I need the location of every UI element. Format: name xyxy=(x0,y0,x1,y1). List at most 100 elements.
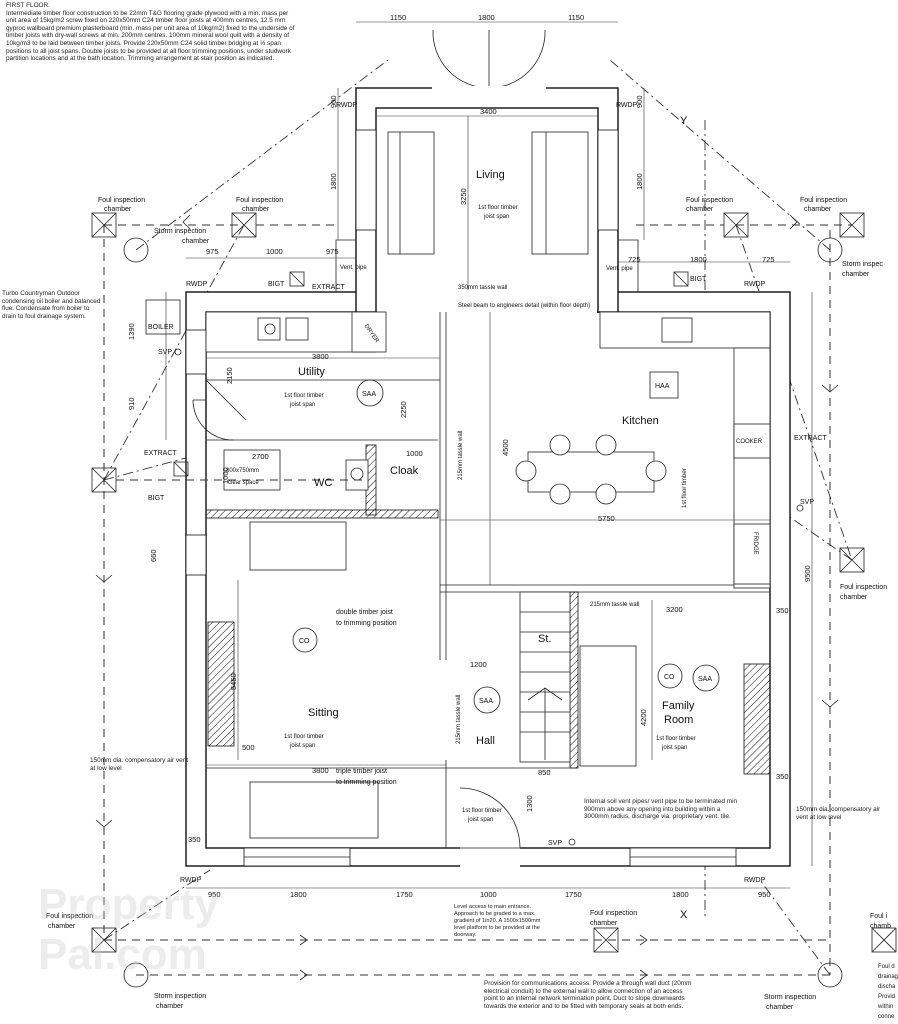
label-bigt-top-right: BIGT xyxy=(690,276,707,283)
watermark-line-2: Pal.com xyxy=(38,930,207,979)
dim: 900 xyxy=(635,95,644,108)
dim: 4200 xyxy=(639,709,648,726)
label-co-sitting: CO xyxy=(299,638,310,645)
label-joist-living-2: joist span xyxy=(483,214,509,220)
dim: 2150 xyxy=(225,367,234,384)
label-extract-top: EXTRACT xyxy=(312,284,345,291)
drainage-lines xyxy=(95,59,853,981)
dim: 1800 xyxy=(672,890,689,899)
label-joist-utility-1: 1st floor timber xyxy=(284,393,324,399)
label-fridge: FRIDGE xyxy=(752,532,758,555)
label-axis-x: X xyxy=(680,909,688,921)
foul-chamber-right xyxy=(839,547,865,573)
dim: 850 xyxy=(538,768,551,777)
label-rwdp-5: RWDP xyxy=(180,877,202,884)
label-haa: HAA xyxy=(655,383,670,390)
label-rwdp-6: RWDP xyxy=(744,877,766,884)
dim: 1000 xyxy=(266,247,283,256)
dim: 950 xyxy=(758,890,771,899)
dim: 1200 xyxy=(470,660,487,669)
label-joist-sitting-1: 1st floor timber xyxy=(284,734,324,740)
dim: 3250 xyxy=(459,188,468,205)
storm-label-3b: chamber xyxy=(156,1003,184,1010)
label-double-joist-1: double timber joist xyxy=(336,609,393,616)
room-sitting: Sitting xyxy=(308,707,339,719)
dim: 1750 xyxy=(396,890,413,899)
label-extract-left: EXTRACT xyxy=(144,450,177,457)
room-family-2: Room xyxy=(664,714,693,726)
label-clear-space-2: clear space xyxy=(228,480,259,486)
comms-note: Provision for communications access. Pro… xyxy=(484,980,692,1010)
label-bigt-left: BIGT xyxy=(148,495,165,502)
label-joist-hall-2: joist span xyxy=(467,817,493,823)
foul-label-3a: Foul inspection xyxy=(686,197,733,204)
dimension-values: 1150 1800 1150 3400 900 1800 1800 900 32… xyxy=(127,13,812,899)
dim: 725 xyxy=(628,255,641,264)
label-cooker: COOKER xyxy=(736,439,763,445)
dim: 1750 xyxy=(565,890,582,899)
foul-label-6a: Foul inspection xyxy=(46,913,93,920)
label-joist-living-1: 1st floor timber xyxy=(478,205,518,211)
room-kitchen: Kitchen xyxy=(622,415,659,427)
dim: 725 xyxy=(762,255,775,264)
label-215-wall-top: 215mm tassle wall xyxy=(590,602,639,608)
dim: 1800 xyxy=(478,13,495,22)
first-floor-notes: FIRST FLOOR. Intermediate timber floor c… xyxy=(6,2,298,63)
dimension-lines xyxy=(165,21,813,889)
dim: 1000 xyxy=(221,467,230,484)
room-labels: Living Utility Kitchen WC Cloak Sitting … xyxy=(298,169,695,747)
label-boiler: BOILER xyxy=(148,324,174,331)
label-triple-joist-2: to trimming position xyxy=(336,779,397,786)
label-rwdp-2: RWDP xyxy=(616,102,638,109)
foul-chamber-top-right-mid xyxy=(723,212,749,238)
label-bigt-top-left: BIGT xyxy=(268,281,285,288)
dim: 5750 xyxy=(598,514,615,523)
storm-chamber-top-right xyxy=(817,237,843,263)
dim: 350 xyxy=(776,606,789,615)
label-svp-1: SVP xyxy=(158,349,172,356)
dim: 910 xyxy=(127,397,136,410)
label-joist-family-2: joist span xyxy=(661,745,687,751)
dim: 900 xyxy=(329,95,338,108)
foul-chamber-left xyxy=(91,467,117,493)
storm-label-1b: chamber xyxy=(182,238,210,245)
storm-label-1a: Storm inspection xyxy=(154,228,206,235)
label-joist-utility-2: joist span xyxy=(289,402,315,408)
storm-chamber-top-left xyxy=(123,237,149,263)
label-vent-pipe-right: Vent. pipe xyxy=(606,266,633,272)
dim: 1150 xyxy=(390,13,406,22)
dim: 3400 xyxy=(480,107,497,116)
dim: 660 xyxy=(149,549,158,562)
label-rwdp-4: RWDP xyxy=(744,281,766,288)
dim: 1000 xyxy=(406,449,423,458)
dim: 1000 xyxy=(480,890,497,899)
foul-chamber-bottom-left xyxy=(91,927,117,953)
dim: 1800 xyxy=(635,173,644,190)
label-triple-joist-1: triple timber joist xyxy=(336,768,387,775)
label-steel-beam: Steel beam to engineers detail (within f… xyxy=(458,303,590,309)
room-wc: WC xyxy=(314,477,332,489)
first-floor-body: Intermediate timber floor construction t… xyxy=(6,9,295,63)
dim: 1150 xyxy=(568,13,584,22)
foul-chamber-top-left xyxy=(91,212,117,238)
label-svp-3: SVP xyxy=(548,840,562,847)
dim: 975 xyxy=(206,247,219,256)
label-215-wall-hall: 215mm tassle wall xyxy=(456,695,462,744)
label-joist-kitchen: 1st floor timber xyxy=(682,468,688,508)
boiler-note: Turbo Countryman Outdoor condensing oil … xyxy=(2,290,101,320)
dim: 5450 xyxy=(229,673,238,690)
label-joist-sitting-2: joist span xyxy=(289,743,315,749)
room-stair: St. xyxy=(538,633,551,645)
dim: 975 xyxy=(326,247,339,256)
label-350-wall: 350mm tassle wall xyxy=(458,285,507,291)
foul-label-4a: Foul inspection xyxy=(800,197,847,204)
label-extract-right: EXTRACT xyxy=(794,435,827,442)
furniture xyxy=(116,131,804,846)
foul-label-3b: chamber xyxy=(686,206,714,213)
label-svp-2: SVP xyxy=(800,499,814,506)
fixture-labels: HAA SAA SAA SAA CO CO BOILER DRYER COOKE… xyxy=(144,102,827,921)
storm-chamber-bottom-right xyxy=(817,962,843,988)
foul-label-8a: Foul i xyxy=(870,913,888,920)
foul-label-8b: chamb xyxy=(870,923,891,930)
